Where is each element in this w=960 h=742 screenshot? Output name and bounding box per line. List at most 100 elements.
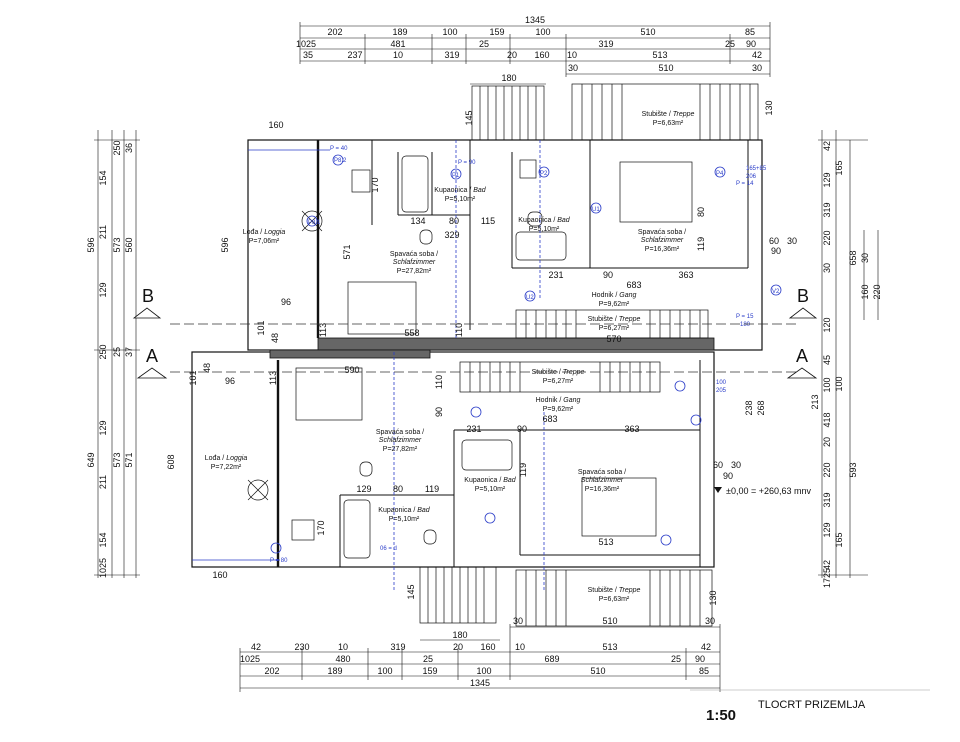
svg-text:10: 10 [338, 642, 348, 652]
svg-text:238: 238 [744, 400, 754, 415]
svg-text:B: B [142, 286, 154, 306]
svg-text:Kupaonica / Bad: Kupaonica / Bad [434, 187, 486, 194]
svg-text:160: 160 [268, 120, 283, 130]
svg-text:42: 42 [701, 642, 711, 652]
bottom-total-dim: 1345 [470, 678, 490, 688]
svg-text:170: 170 [370, 177, 380, 192]
svg-text:329: 329 [444, 230, 459, 240]
svg-text:P1: P1 [452, 173, 460, 179]
bottom-dim-rows: 180 30 510 30 42 230 10 319 20 160 10 51… [240, 616, 715, 688]
bath-fixtures [291, 155, 567, 559]
room-stair-top: Stubište / Treppe P=6,63m² [642, 111, 695, 127]
svg-text:134: 134 [410, 216, 425, 226]
stairs-top-right [571, 83, 759, 141]
svg-text:683: 683 [626, 280, 641, 290]
svg-text:Schlafzimmer: Schlafzimmer [641, 237, 684, 244]
room-bedroom-lower-left: Spavaća soba / Schlafzimmer P=27,82m² [376, 429, 424, 453]
room-bedroom-upper-right: Spavaća soba / Schlafzimmer P=16,36m² [638, 229, 686, 253]
section-lines [170, 323, 800, 373]
room-bedroom-lower-right: Spavaća soba / Schlafzimmer P=16,36m² [578, 469, 626, 493]
svg-text:P = 80: P = 80 [270, 558, 288, 564]
svg-text:Spavaća soba /: Spavaća soba / [578, 469, 626, 476]
room-bath-upper-1: Kupaonica / Bad P=5,10m² [434, 187, 486, 203]
svg-text:80: 80 [696, 207, 706, 217]
svg-text:319: 319 [598, 39, 613, 49]
svg-text:100: 100 [442, 27, 457, 37]
svg-text:A: A [796, 346, 808, 366]
svg-text:110: 110 [434, 375, 444, 389]
svg-text:P8.2: P8.2 [334, 158, 347, 164]
svg-text:573: 573 [112, 237, 122, 252]
svg-text:90: 90 [746, 39, 756, 49]
top-dim-row3: 35 237 10 319 20 160 10 513 42 [303, 50, 762, 60]
svg-text:220: 220 [822, 462, 832, 477]
blue-tags: P8.2 P8.1 P1 P2 U1 U2 P4 V2 P = 40 P = 9… [270, 146, 780, 564]
svg-text:165+85: 165+85 [746, 166, 767, 172]
svg-text:165: 165 [834, 160, 844, 175]
svg-text:206: 206 [746, 174, 757, 180]
svg-text:Lođa / Loggia: Lođa / Loggia [243, 229, 286, 236]
svg-text:237: 237 [347, 50, 362, 60]
svg-text:115: 115 [481, 216, 495, 226]
svg-text:480: 480 [335, 654, 350, 664]
svg-text:558: 558 [404, 328, 419, 338]
svg-text:170: 170 [316, 520, 326, 535]
svg-text:96: 96 [281, 297, 291, 307]
svg-text:510: 510 [590, 666, 605, 676]
svg-text:30: 30 [513, 616, 523, 626]
svg-text:165: 165 [834, 532, 844, 547]
svg-text:P=5,10m²: P=5,10m² [475, 486, 506, 493]
svg-text:319: 319 [822, 492, 832, 507]
svg-text:85: 85 [745, 27, 755, 37]
svg-text:Spavaća soba /: Spavaća soba / [638, 229, 686, 236]
svg-text:60: 60 [769, 236, 779, 246]
svg-text:90: 90 [434, 407, 444, 417]
svg-text:30: 30 [568, 63, 578, 73]
svg-text:90: 90 [723, 471, 733, 481]
blue-markers [192, 140, 782, 590]
svg-text:205: 205 [716, 388, 727, 394]
svg-text:145: 145 [464, 110, 474, 125]
svg-text:Stubište / Treppe: Stubište / Treppe [588, 587, 641, 594]
svg-text:±0,00 = +260,63 mnv: ±0,00 = +260,63 mnv [726, 486, 811, 496]
svg-text:119: 119 [518, 463, 528, 477]
svg-text:10: 10 [567, 50, 577, 60]
svg-text:129: 129 [822, 172, 832, 187]
svg-text:513: 513 [602, 642, 617, 652]
room-loggia-lower: Lođa / Loggia P=7,22m² [205, 455, 248, 471]
svg-text:571: 571 [342, 244, 352, 259]
svg-text:130: 130 [764, 100, 774, 115]
svg-text:689: 689 [544, 654, 559, 664]
svg-text:220: 220 [872, 284, 882, 299]
svg-text:481: 481 [390, 39, 405, 49]
room-stair-upper-mid: Stubište / Treppe P=6,27m² [588, 316, 641, 332]
inner-dimensions: 160 596 571 96 101 48 558 113 110 134 80… [166, 100, 797, 605]
svg-text:80: 80 [393, 484, 403, 494]
svg-text:P=5,10m²: P=5,10m² [529, 226, 560, 233]
svg-text:30: 30 [752, 63, 762, 73]
furniture-beds [295, 161, 693, 537]
svg-text:45: 45 [822, 355, 832, 365]
svg-text:510: 510 [602, 616, 617, 626]
svg-text:P = 15: P = 15 [736, 314, 754, 320]
svg-text:Spavaća soba /: Spavaća soba / [376, 429, 424, 436]
building-walls [191, 139, 763, 568]
room-bath-upper-2: Kupaonica / Bad P=5,10m² [518, 217, 570, 233]
svg-text:319: 319 [444, 50, 459, 60]
svg-text:P = 40: P = 40 [330, 146, 348, 152]
room-bath-lower-2: Kupaonica / Bad P=5,10m² [464, 477, 516, 493]
svg-text:P4: P4 [716, 171, 724, 177]
svg-text:48: 48 [202, 363, 212, 373]
svg-text:658: 658 [848, 250, 858, 265]
svg-text:Hodnik / Gang: Hodnik / Gang [592, 292, 637, 299]
svg-text:P=6,63m²: P=6,63m² [599, 596, 630, 603]
svg-text:25: 25 [725, 39, 735, 49]
svg-text:42: 42 [822, 141, 832, 151]
svg-text:80: 80 [449, 216, 459, 226]
svg-text:Kupaonica / Bad: Kupaonica / Bad [378, 507, 430, 514]
svg-text:250: 250 [98, 344, 108, 359]
svg-text:202: 202 [327, 27, 342, 37]
svg-text:159: 159 [489, 27, 504, 37]
bottom-dimension-chains [239, 624, 721, 692]
